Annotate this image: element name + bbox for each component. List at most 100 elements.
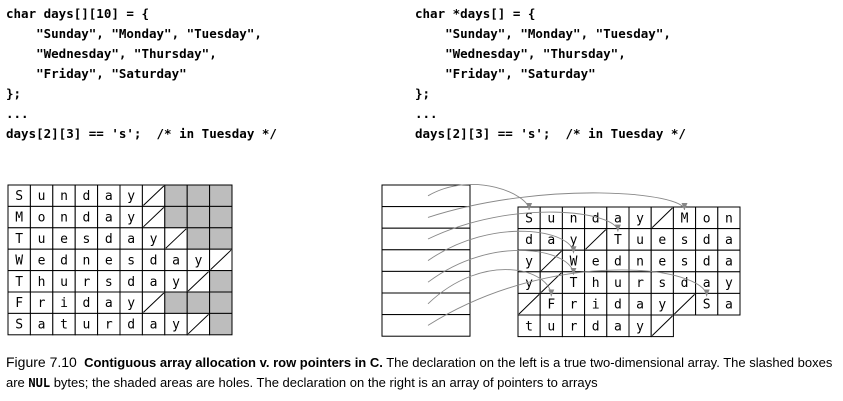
cell-char: y: [525, 255, 533, 270]
cell-char: y: [127, 189, 135, 204]
nul-slash: [651, 315, 673, 336]
cell-char: y: [725, 276, 733, 291]
cell-char: T: [570, 276, 578, 291]
code-left: char days[][10] = { "Sunday", "Monday", …: [6, 6, 277, 141]
cell-char: r: [570, 298, 578, 313]
cell-char: d: [82, 189, 90, 204]
cell-char: u: [636, 233, 644, 248]
pointer-cell: [381, 206, 471, 229]
cell-char: a: [725, 255, 733, 270]
cell-char: W: [570, 255, 578, 270]
cell-char: y: [127, 296, 135, 311]
cell-char: r: [570, 319, 578, 334]
cell-char: d: [127, 318, 135, 333]
cell-char: r: [636, 276, 644, 291]
cell-char: S: [15, 318, 23, 333]
nul-slash: [187, 314, 209, 335]
cell-char: d: [60, 253, 68, 268]
char-cell: [717, 292, 741, 316]
hole-cell: [209, 270, 233, 293]
cell-char: s: [82, 232, 90, 247]
cell-char: o: [703, 211, 711, 226]
cell-char: d: [150, 253, 158, 268]
pointer-arrow: [427, 269, 555, 305]
cell-char: e: [105, 253, 113, 268]
caption-text: The declaration on the left is a true tw…: [6, 355, 833, 390]
hole-cell: [164, 184, 188, 207]
cell-char: y: [172, 318, 180, 333]
caption-heading: Contiguous array allocation v. row point…: [84, 355, 383, 370]
cell-char: s: [681, 233, 689, 248]
hole-cell: [164, 291, 188, 314]
cell-char: y: [525, 276, 533, 291]
nul-slash: [143, 207, 165, 228]
nul-slash: [518, 294, 540, 315]
cell-char: e: [38, 253, 46, 268]
hole-cell: [186, 184, 211, 207]
pointer-cell: [381, 184, 471, 208]
cell-char: a: [172, 253, 180, 268]
cell-char: a: [636, 298, 644, 313]
cell-char: t: [525, 319, 533, 334]
cell-char: s: [105, 275, 113, 290]
nul-slash: [165, 228, 187, 249]
cell-char: T: [15, 275, 23, 290]
cell-char: a: [547, 233, 555, 248]
cell-char: n: [725, 211, 733, 226]
cell-char: s: [681, 255, 689, 270]
cell-char: a: [105, 211, 113, 226]
code-right: char *days[] = { "Sunday", "Monday", "Tu…: [415, 6, 686, 141]
cell-char: T: [614, 233, 622, 248]
cell-char: S: [703, 298, 711, 313]
cell-char: e: [658, 255, 666, 270]
cell-char: s: [658, 276, 666, 291]
pointer-arrow: [427, 211, 621, 240]
figure-label: Figure 7.10: [6, 354, 77, 370]
cell-char: u: [614, 276, 622, 291]
hole-cell: [209, 312, 233, 336]
cell-char: h: [38, 275, 46, 290]
pointer-array: [381, 184, 471, 337]
pointer-arrow: [427, 269, 710, 326]
nul-slash: [210, 249, 232, 270]
pointer-cell: [381, 292, 471, 316]
cell-char: h: [592, 276, 600, 291]
cell-char: d: [525, 233, 533, 248]
pointer-arrow: [427, 184, 533, 211]
cell-char: y: [194, 253, 202, 268]
pointer-cell: [381, 227, 471, 251]
cell-char: a: [614, 211, 622, 226]
hole-cell: [186, 291, 211, 314]
cell-char: d: [127, 275, 135, 290]
cell-char: d: [703, 255, 711, 270]
hole-cell: [209, 205, 233, 229]
cell-char: n: [570, 211, 578, 226]
cell-char: n: [82, 253, 90, 268]
nul-slash: [540, 250, 562, 272]
cell-char: o: [38, 211, 46, 226]
cell-char: y: [150, 232, 158, 247]
cell-char: r: [82, 275, 90, 290]
cell-char: a: [725, 233, 733, 248]
nul-slash: [674, 294, 695, 315]
cell-char: y: [658, 298, 666, 313]
cell-char: y: [127, 211, 135, 226]
cell-char: d: [592, 211, 600, 226]
cell-char: M: [681, 211, 689, 226]
cell-char: d: [82, 296, 90, 311]
cell-char: T: [15, 232, 23, 247]
caption-text-2: bytes; the shaded areas are holes. The d…: [50, 375, 598, 390]
cell-char: u: [38, 189, 46, 204]
hole-cell: [164, 205, 188, 229]
cell-char: u: [547, 319, 555, 334]
pointer-arrows: [427, 184, 710, 326]
cell-char: i: [60, 296, 68, 311]
nul-slash: [651, 207, 673, 228]
pointer-arrow: [427, 230, 577, 261]
cell-char: a: [38, 318, 46, 333]
figure-caption: Figure 7.10 Contiguous array allocation …: [6, 352, 840, 393]
cell-char: a: [725, 298, 733, 313]
cell-char: a: [703, 276, 711, 291]
nul-keyword: NUL: [28, 376, 51, 390]
